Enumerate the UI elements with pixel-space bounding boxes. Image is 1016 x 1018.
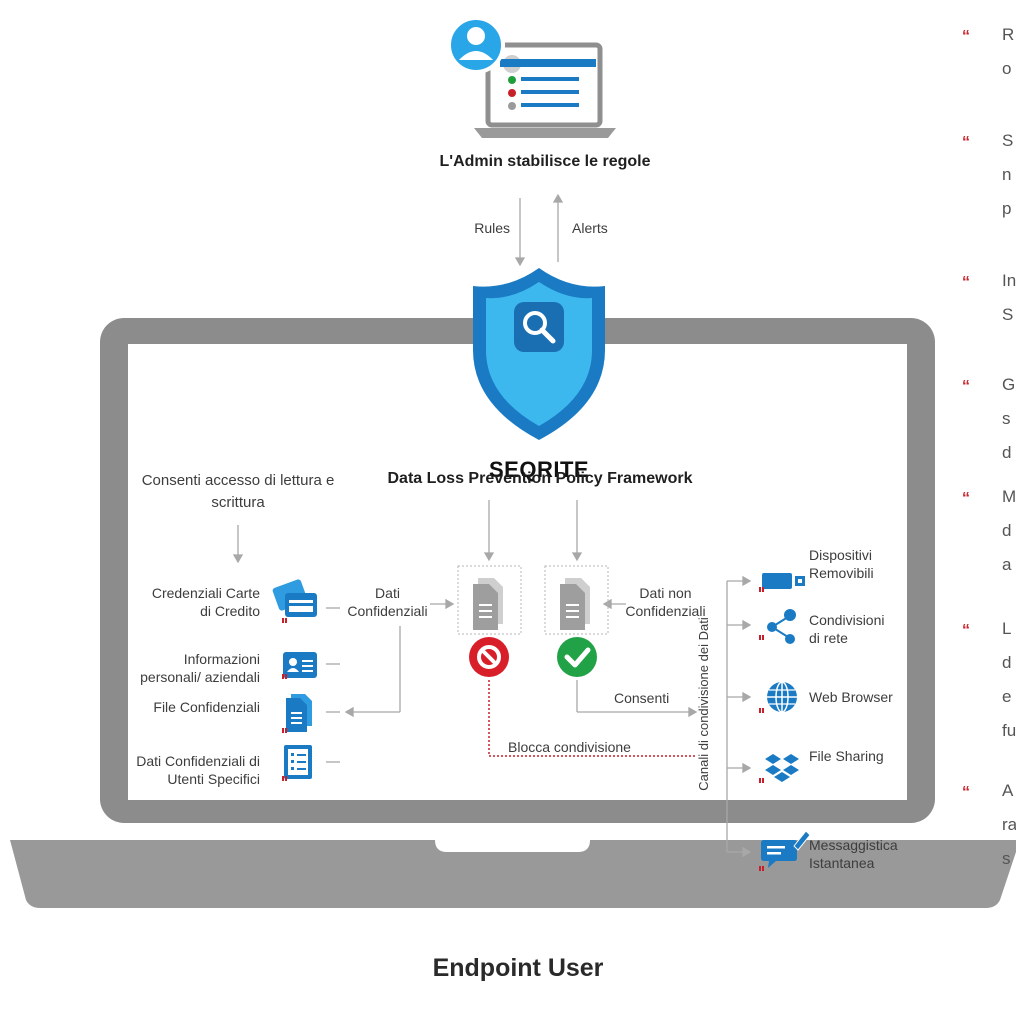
bullet-text: fu xyxy=(1002,721,1016,740)
shield-icon xyxy=(473,268,605,440)
bullet-text: d xyxy=(1002,653,1012,672)
globe-icon xyxy=(767,681,797,713)
usb-drive-icon xyxy=(762,573,805,589)
channels-title: Canali di condivisione dei Dati xyxy=(696,617,711,791)
bullet-text: n xyxy=(1002,165,1012,184)
bullet-text: d xyxy=(1002,443,1012,462)
channel-network-label: Condivisioni di rete xyxy=(809,612,885,646)
bullet-text: In xyxy=(1002,271,1016,290)
bullet-text: G xyxy=(1002,375,1016,394)
channel-file-sharing-label: File Sharing xyxy=(809,748,884,764)
network-share-icon xyxy=(767,609,796,644)
bullet-text: e xyxy=(1002,687,1012,706)
bullet-text: o xyxy=(1002,59,1012,78)
allow-label: Consenti xyxy=(614,690,670,706)
bullet-mark: “ xyxy=(962,378,970,395)
bullet-text: S xyxy=(1002,305,1014,324)
bullet-text: R xyxy=(1002,25,1015,44)
document-icon xyxy=(286,694,312,732)
allow-check-icon xyxy=(557,637,597,677)
channel-icon-marks xyxy=(759,587,764,871)
bullet-text: a xyxy=(1002,555,1012,574)
non-confidential-data-label: Dati non Confidenziali xyxy=(625,585,706,619)
channel-web-label: Web Browser xyxy=(809,689,893,705)
alerts-label: Alerts xyxy=(572,220,608,236)
item-personal-info-label: Informazioni personali/ aziendali xyxy=(140,651,260,685)
framework-title: Data Loss Prevention Policy Framework xyxy=(387,470,693,487)
bullet-text: S xyxy=(1002,131,1014,150)
bullet-text: s xyxy=(1002,409,1011,428)
seqrite-logo: SEQRITE xyxy=(489,457,590,482)
left-panel-header: Consenti accesso di lettura e scrittura xyxy=(141,472,335,511)
bullet-text: ra xyxy=(1002,815,1016,834)
bullet-mark: “ xyxy=(962,274,970,291)
block-sharing-label: Blocca condivisione xyxy=(508,739,631,755)
chat-icon xyxy=(761,830,811,868)
confidential-data-label: Dati Confidenziali xyxy=(347,585,428,619)
bullet-mark: “ xyxy=(962,622,970,639)
bullet-mark: “ xyxy=(962,134,970,151)
credit-card-icon xyxy=(272,579,317,617)
item-credit-card-label: Credenziali Carte di Credito xyxy=(151,585,260,619)
rules-alerts-arrows xyxy=(514,193,564,267)
bullet-mark: “ xyxy=(962,28,970,45)
rules-label: Rules xyxy=(474,220,510,236)
bullet-text: M xyxy=(1002,487,1016,506)
id-card-icon xyxy=(283,652,317,678)
footer-title: Endpoint User xyxy=(432,954,604,982)
channel-removable-label: Dispositivi Removibili xyxy=(809,547,874,581)
left-connectors xyxy=(232,525,455,763)
admin-caption: L'Admin stabilisce le regole xyxy=(439,153,651,170)
bullet-mark: “ xyxy=(962,490,970,507)
laptop-notch xyxy=(435,840,590,852)
center-connectors xyxy=(483,500,698,718)
dropbox-icon xyxy=(765,754,799,782)
bullet-text: s xyxy=(1002,849,1011,868)
document-box-confidential xyxy=(457,565,522,635)
bullet-text: d xyxy=(1002,521,1012,540)
admin-laptop-icon xyxy=(447,16,616,138)
channels-bracket xyxy=(726,575,752,858)
bullet-mark: “ xyxy=(962,784,970,801)
item-user-data-label: Dati Confidenziali di Utenti Specifici xyxy=(136,753,260,787)
channel-im-label: Messaggistica Istantanea xyxy=(809,837,898,871)
block-icon xyxy=(469,637,509,677)
bullet-text: L xyxy=(1002,619,1012,638)
left-icon-marks xyxy=(282,618,287,781)
bullet-text: p xyxy=(1002,199,1012,218)
block-path xyxy=(488,680,697,757)
bullet-text: A xyxy=(1002,781,1014,800)
item-confidential-files-label: File Confidenziali xyxy=(153,699,260,715)
checklist-icon xyxy=(284,745,312,779)
document-box-non-confidential xyxy=(544,565,609,635)
